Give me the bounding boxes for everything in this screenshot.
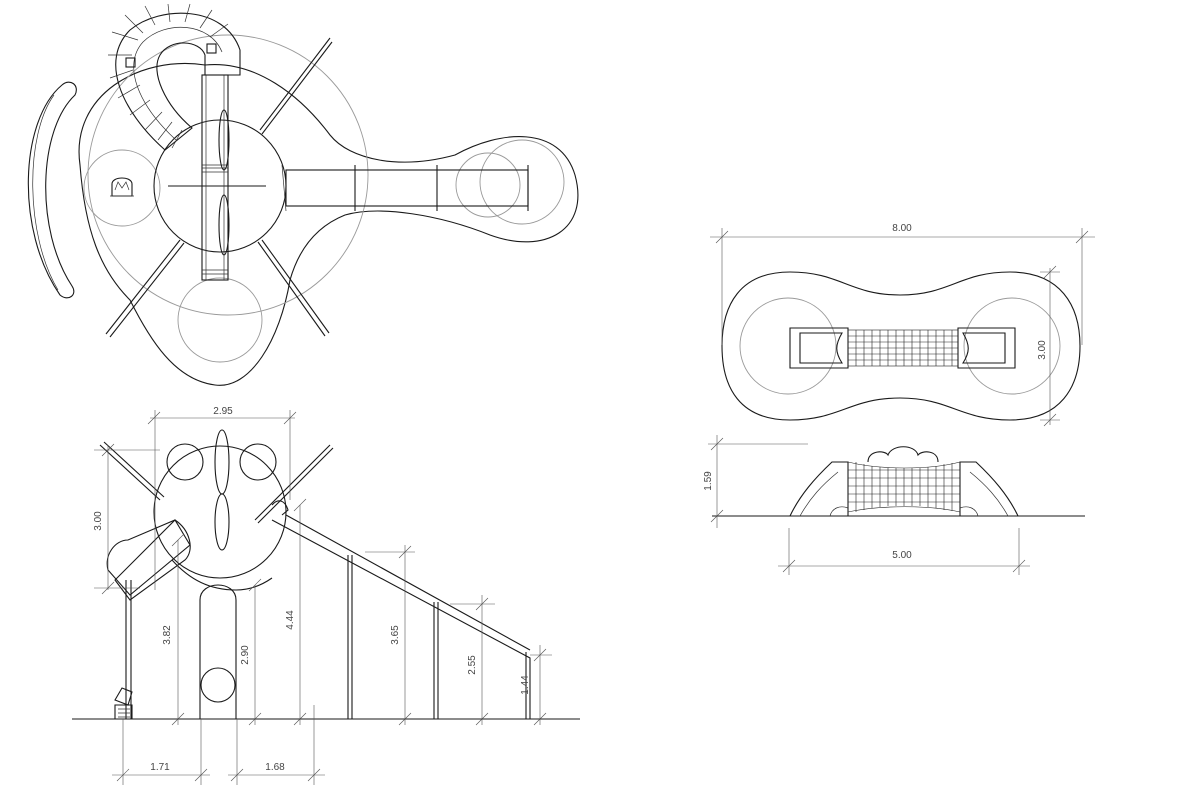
vertical-tube [199, 584, 237, 720]
dim-1-44: 1.44 [520, 645, 552, 726]
svg-text:5.00: 5.00 [892, 550, 912, 561]
play-area-outline [78, 63, 579, 386]
svg-text:3.65: 3.65 [390, 625, 401, 645]
svg-text:1.44: 1.44 [520, 675, 531, 695]
svg-text:1.59: 1.59 [703, 471, 714, 491]
small-fall-zone-left [739, 297, 837, 395]
elevation-view-main: 2.95 3.00 3.82 2.90 4.44 [72, 406, 580, 785]
climbing-net-plan [847, 329, 959, 367]
svg-text:3.00: 3.00 [93, 511, 104, 531]
dim-3-00-small: 3.00 [1037, 265, 1060, 427]
dim-4-44: 4.44 [285, 498, 307, 726]
curved-bench [27, 81, 77, 299]
spring-rider-elev [114, 687, 133, 720]
dim-3-82: 3.82 [162, 533, 185, 726]
plan-view-main [27, 3, 579, 386]
dim-1-71: 1.71 [112, 719, 210, 785]
svg-text:1.68: 1.68 [265, 762, 285, 773]
spiral-bracket-1 [125, 57, 136, 68]
dim-1-59: 1.59 [703, 435, 808, 528]
dim-3-65: 3.65 [365, 545, 415, 726]
climbing-net-elev [847, 461, 961, 513]
spiral-slide [115, 12, 241, 151]
dim-3-00-left: 3.00 [93, 443, 160, 595]
dim-2-55: 2.55 [450, 595, 495, 726]
small-fall-zone-right [963, 297, 1061, 395]
svg-text:2.55: 2.55 [467, 655, 478, 675]
pole-ne [259, 37, 331, 131]
fall-zone-large [87, 34, 369, 316]
fall-zone-right-2 [455, 152, 521, 218]
svg-text:3.00: 3.00 [1037, 340, 1048, 360]
dim-2-90: 2.90 [240, 578, 262, 726]
propeller-blade-bottom [218, 194, 230, 256]
svg-text:3.82: 3.82 [162, 625, 173, 645]
pole-sw [105, 239, 181, 335]
svg-text:1.71: 1.71 [150, 762, 170, 773]
svg-text:2.90: 2.90 [240, 645, 251, 665]
dim-8-00: 8.00 [710, 223, 1095, 345]
svg-text:4.44: 4.44 [285, 610, 296, 630]
straight-slide-elev [271, 514, 531, 719]
svg-text:8.00: 8.00 [892, 223, 912, 234]
spiral-bracket-2 [206, 43, 217, 54]
dim-2-95: 2.95 [147, 406, 297, 590]
svg-text:2.95: 2.95 [213, 406, 233, 417]
plan-view-small: 8.00 3.00 [710, 223, 1095, 427]
tube-slide-left [114, 519, 191, 601]
dim-5-00: 5.00 [778, 528, 1030, 575]
elevation-view-small: 1.59 5.00 [703, 435, 1085, 575]
fall-zone-spring [83, 149, 161, 227]
spring-rider-plan [110, 177, 134, 197]
fall-zone-right-1 [479, 139, 565, 225]
pole-se [257, 241, 326, 337]
tube-slide-plan [285, 169, 529, 207]
propeller-elev [214, 429, 230, 495]
propeller-blade-top [218, 109, 230, 171]
fall-zone-bottom [177, 277, 263, 363]
dim-1-68: 1.68 [228, 705, 325, 785]
small-play-area-outline [721, 271, 1081, 421]
